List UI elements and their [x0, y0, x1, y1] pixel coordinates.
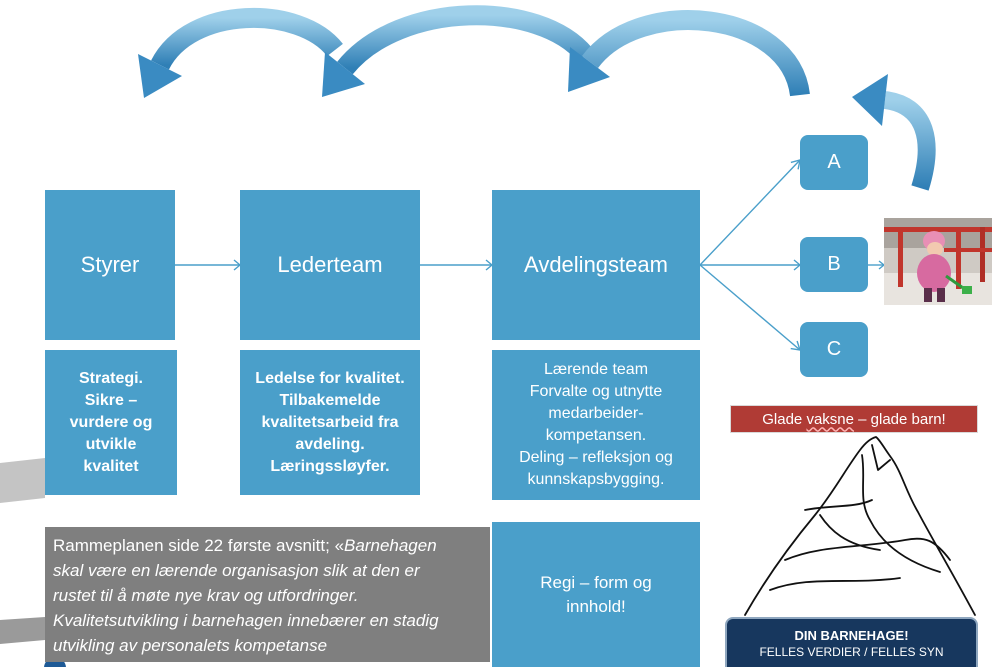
desc-line: Forvalte og utnytte [529, 383, 663, 400]
desc-line: kvalitetsarbeid fra [261, 413, 399, 431]
desc-styrer: Strategi. Sikre – vurdere og utvikle kva… [45, 350, 177, 495]
desc-avdelingsteam: Lærende team Forvalte og utnytte medarbe… [492, 350, 700, 500]
group-a-label: A [827, 151, 841, 173]
din-barnehage-title: DIN BARNEHAGE! [794, 627, 909, 643]
desc-line: Strategi. [78, 369, 143, 387]
regi-line: Regi – form og [540, 572, 652, 592]
din-barnehage-subtitle: FELLES VERDIER / FELLES SYN [759, 644, 944, 659]
desc-line: kompetansen. [545, 427, 647, 444]
connector-avdelingsteam-b [700, 259, 802, 271]
group-b: B [800, 237, 868, 292]
shadow-wedge-upper [0, 458, 45, 503]
desc-line: vurdere og [69, 413, 153, 431]
connector-lederteam-avdelingsteam [420, 259, 494, 271]
quote-italic-start: Barnehagen [344, 536, 437, 555]
connector-avdelingsteam-c [699, 264, 802, 351]
slogan-banner: Glade vaksne – glade barn! [730, 405, 978, 433]
group-a: A [800, 135, 868, 190]
desc-line: Deling – refleksjon og [519, 449, 673, 466]
cycle-arc-middle [322, 5, 593, 97]
desc-line: Læringssløyfer. [270, 457, 390, 475]
desc-line: kvalitet [83, 457, 139, 475]
desc-lederteam: Ledelse for kvalitet. Tilbakemelde kvali… [240, 350, 420, 495]
din-barnehage-box: DIN BARNEHAGE! FELLES VERDIER / FELLES S… [725, 617, 978, 667]
quote-line: skal være en lærende organisasjon slik a… [53, 561, 420, 580]
box-lederteam-label: Lederteam [277, 252, 383, 277]
group-b-label: B [827, 253, 841, 275]
box-lederteam: Lederteam [240, 190, 420, 340]
feedback-arrow [852, 74, 936, 191]
shadow-wedge-lower [0, 617, 45, 644]
slogan-flagged-word: vaksne [806, 410, 854, 428]
desc-line: Lærende team [543, 361, 649, 378]
desc-line: Tilbakemelde [279, 391, 381, 409]
box-regi: Regi – form og innhold! [492, 522, 700, 667]
slogan-after: – glade barn! [858, 410, 946, 428]
quote-line: rustet til å møte nye krav og utfordring… [53, 586, 359, 605]
regi-line: innhold! [566, 596, 626, 616]
quote-line: Rammeplanen side 22 første avsnitt; «Bar… [53, 533, 482, 558]
desc-line: kunnskapsbygging. [527, 471, 665, 488]
cycle-arc-right [568, 10, 810, 97]
group-c-label: C [826, 338, 842, 360]
cycle-arc-left [138, 8, 343, 98]
slogan-before: Glade [762, 410, 803, 428]
box-styrer-label: Styrer [80, 252, 140, 277]
desc-line: Sikre – [84, 391, 138, 409]
box-avdelingsteam: Avdelingsteam [492, 190, 700, 340]
box-styrer: Styrer [45, 190, 175, 340]
child-in-snow-photo [884, 218, 992, 305]
desc-line: avdeling. [295, 435, 365, 453]
mountain-drawing [744, 436, 976, 616]
connector-b-photo [868, 260, 886, 270]
desc-line: utvikle [85, 435, 137, 453]
quote-line: utvikling av personalets kompetanse [53, 636, 328, 655]
rammeplan-quote: Rammeplanen side 22 første avsnitt; «Bar… [45, 527, 490, 662]
connector-styrer-lederteam [175, 259, 242, 271]
box-avdelingsteam-label: Avdelingsteam [524, 252, 668, 277]
desc-line: medarbeider- [548, 405, 644, 422]
quote-line: Kvalitetsutvikling i barnehagen innebære… [53, 611, 439, 630]
connector-avdelingsteam-a [699, 159, 801, 266]
group-c: C [800, 322, 868, 377]
quote-intro: Rammeplanen side 22 første avsnitt; « [53, 536, 345, 555]
desc-line: Ledelse for kvalitet. [255, 369, 405, 387]
